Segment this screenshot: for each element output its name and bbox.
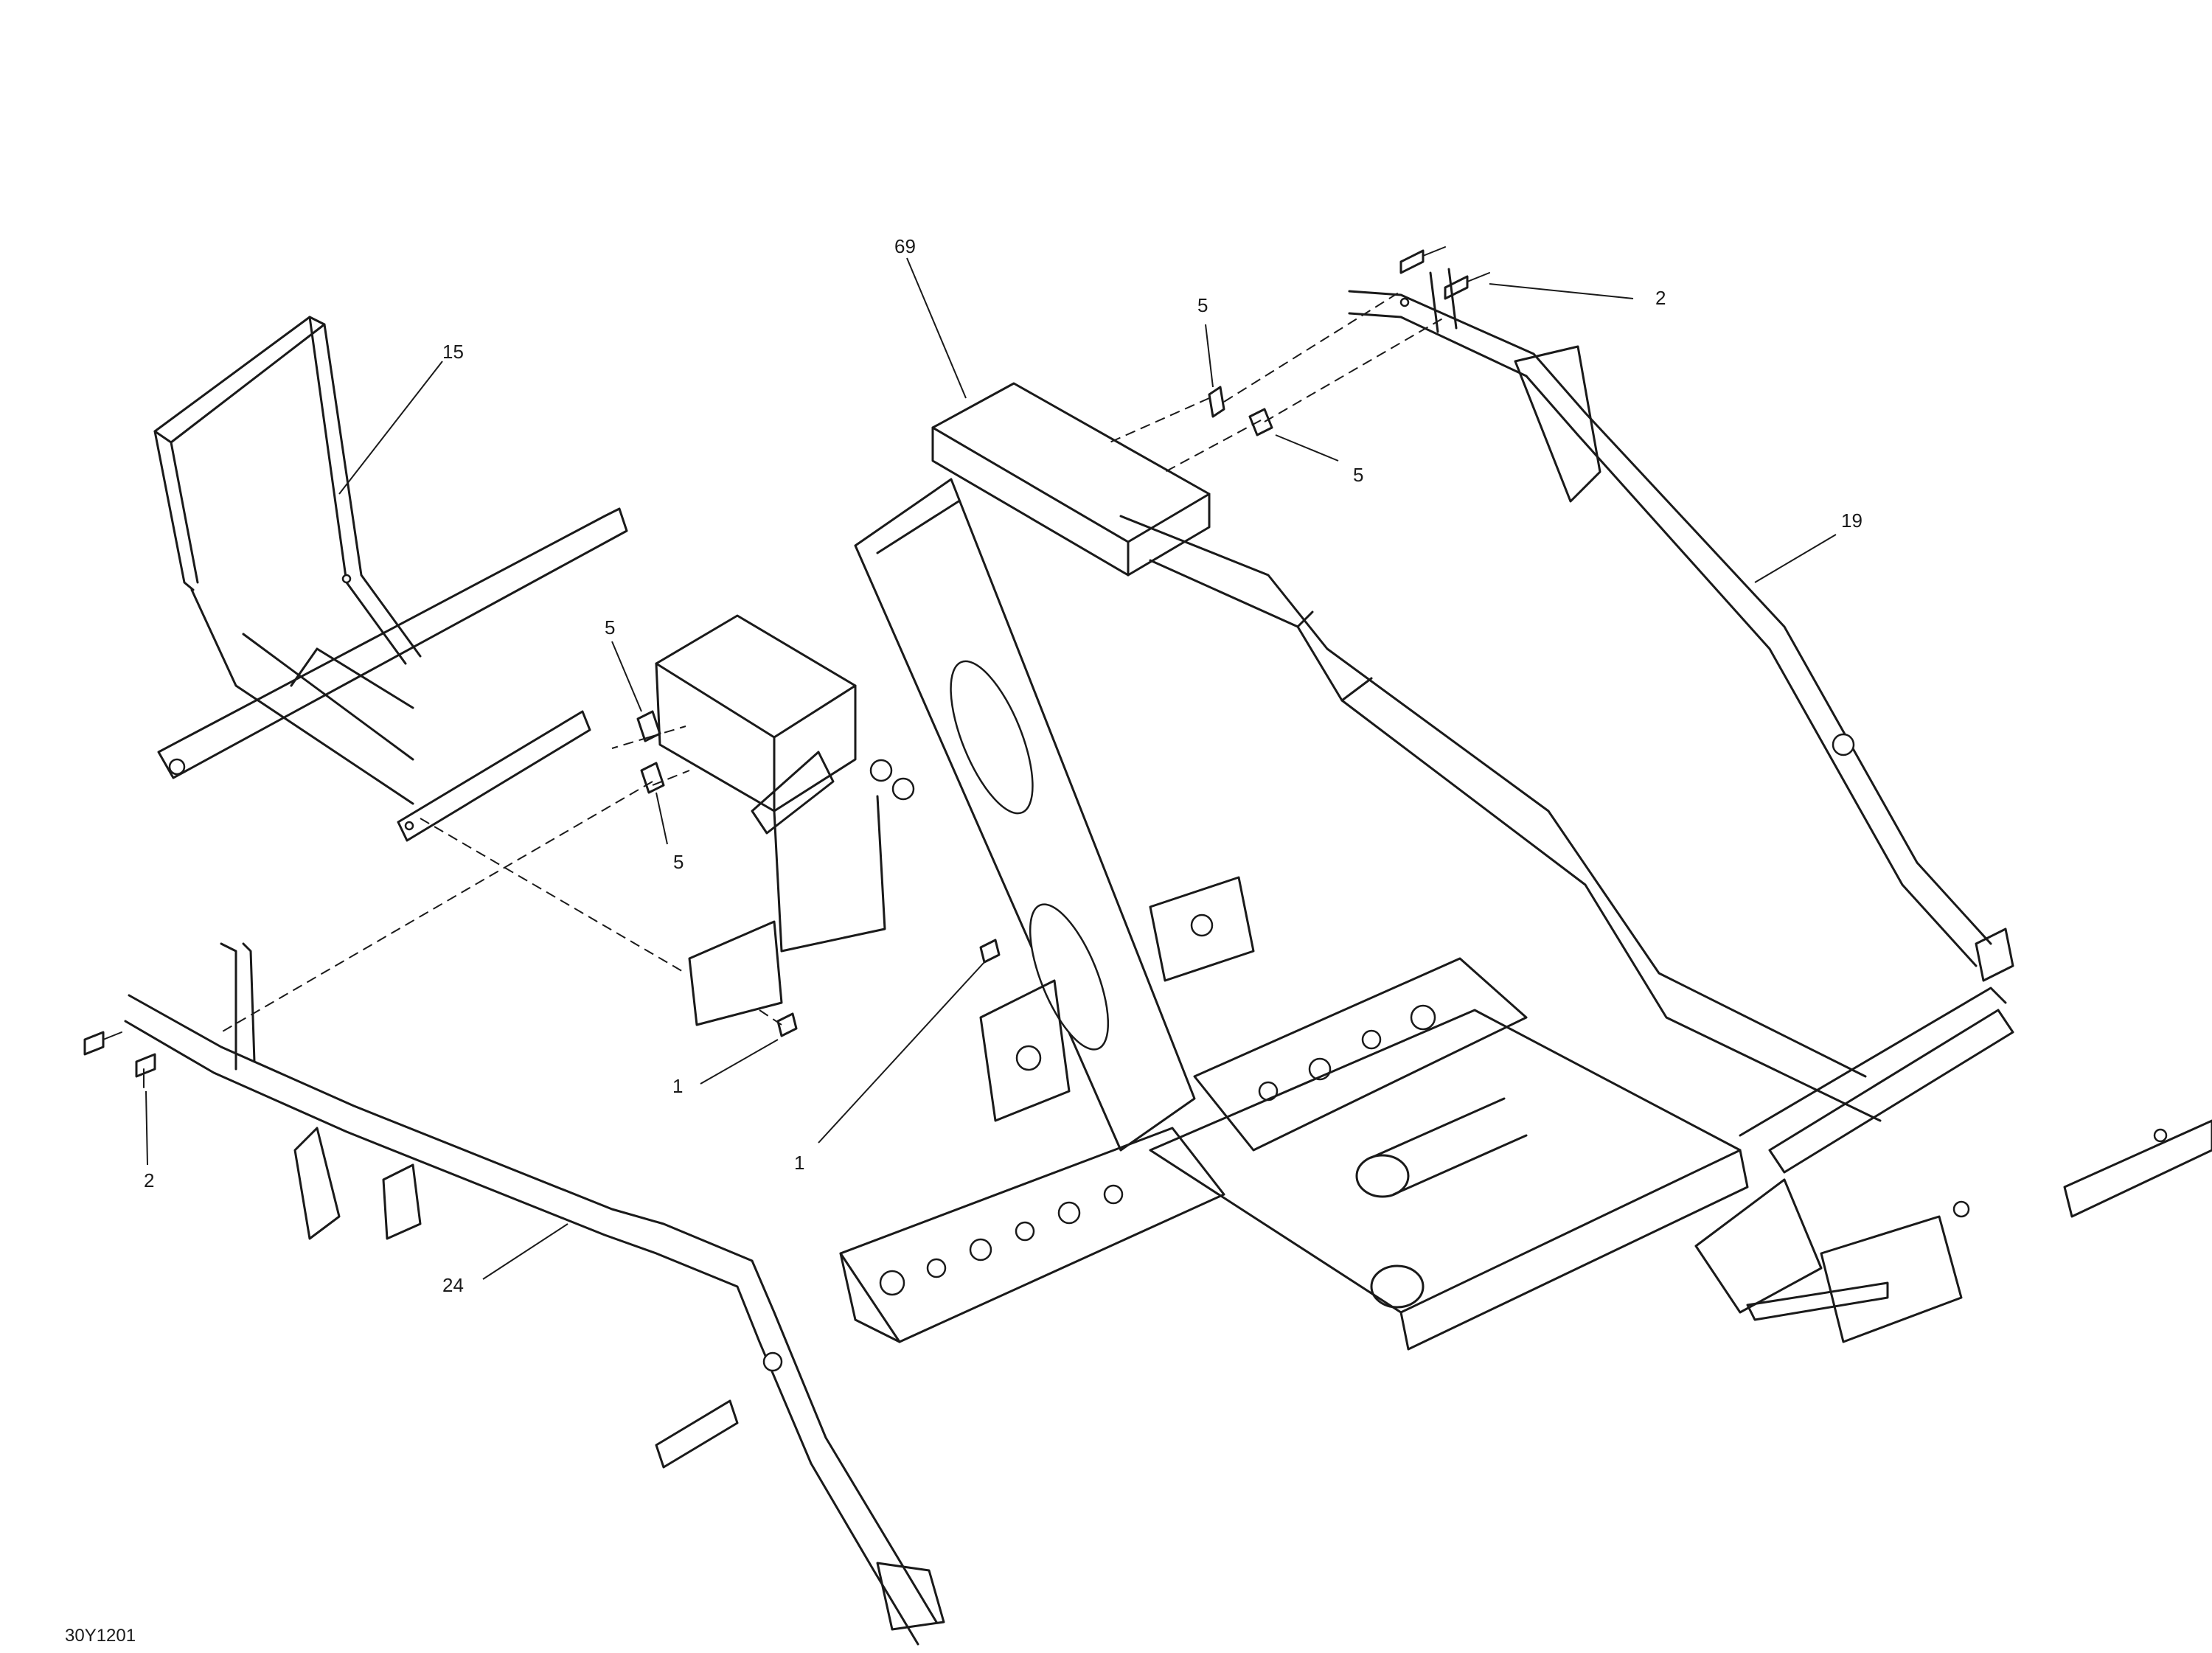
- callout-labels: 69 15 19 2 2 5 5 5 5 1 1 24: [144, 235, 1863, 1296]
- callout-bolt-left: 2: [144, 1169, 154, 1191]
- figure-code: 30Y1201: [65, 1626, 136, 1646]
- callout-frame-main: 69: [894, 235, 916, 257]
- callout-tube-left: 24: [442, 1274, 464, 1296]
- callout-bolt-right: 2: [1655, 287, 1666, 309]
- callout-clip-mid-lower: 5: [673, 851, 684, 873]
- hardware: [83, 246, 1490, 1088]
- leader-lines: [145, 257, 1837, 1280]
- left-tube: [124, 942, 945, 1646]
- callout-rear-support: 15: [442, 341, 464, 363]
- callout-clip-top-right: 5: [1353, 464, 1363, 486]
- callout-clip-mid-upper: 5: [605, 616, 615, 638]
- right-tube: [1348, 268, 2014, 982]
- main-frame: [655, 382, 2212, 1351]
- callout-screw-lower: 1: [794, 1152, 804, 1174]
- rear-support-bracket: [153, 316, 628, 842]
- callout-clip-top-left: 5: [1197, 294, 1208, 316]
- callout-screw-center: 1: [672, 1075, 683, 1097]
- assembly-lines: [220, 290, 1446, 1033]
- callout-tube-right: 19: [1841, 509, 1863, 532]
